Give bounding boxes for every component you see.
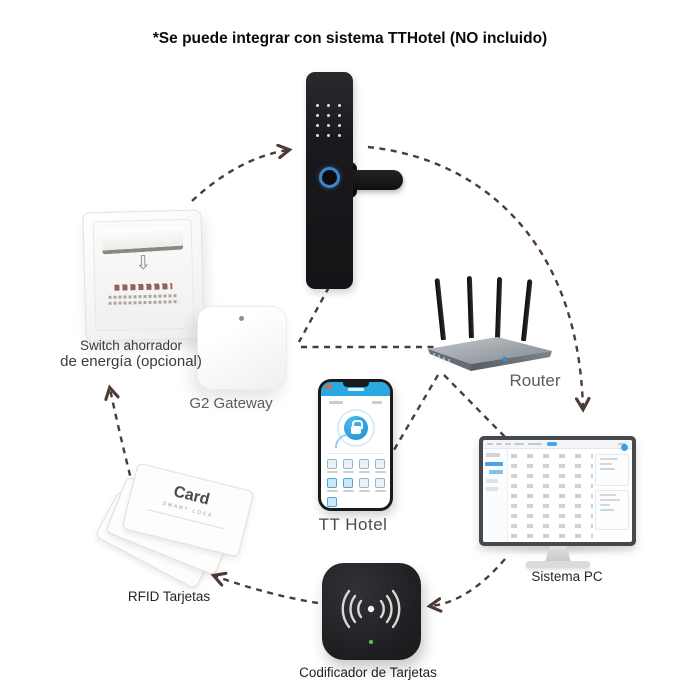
switch-text-line — [114, 283, 173, 291]
monitor-base — [526, 561, 590, 568]
app-icon[interactable] — [358, 459, 369, 469]
pc-screen — [483, 440, 632, 542]
led-icon — [502, 356, 508, 362]
phone-label: TT Hotel — [318, 515, 388, 534]
lock-icon — [343, 416, 368, 440]
energy-saver-switch: ⇩ — [82, 209, 205, 342]
user-avatar-icon[interactable] — [621, 444, 628, 451]
switch-label-line2: de energía (opcional) — [60, 353, 202, 370]
pc-monitor — [479, 436, 636, 546]
router — [425, 275, 555, 376]
switch-faceplate: ⇩ — [92, 218, 195, 332]
app-icon[interactable] — [342, 478, 353, 488]
sidebar-selected-item[interactable] — [485, 462, 503, 466]
card-slot — [101, 225, 184, 255]
pc-label: Sistema PC — [531, 569, 603, 584]
led-icon — [239, 316, 244, 321]
antenna-icon — [434, 278, 446, 341]
records-table — [511, 453, 593, 538]
antenna-icon — [521, 279, 533, 342]
router-label: Router — [509, 371, 561, 390]
switch-label-line1: Switch ahorrador — [79, 338, 183, 353]
side-panel — [595, 444, 629, 538]
wifi-arcs-icon — [341, 589, 401, 645]
software-sidebar — [483, 449, 508, 542]
tt-hotel-phone — [318, 379, 393, 511]
app-icon-grid — [326, 459, 386, 508]
arrow-router-to-phone — [389, 374, 440, 456]
arrow-router-to-pc — [443, 374, 509, 441]
software-toolbar — [483, 440, 632, 449]
cards-label: RFID Tarjetas — [127, 589, 211, 604]
antenna-icon — [466, 275, 474, 339]
text-bar — [329, 401, 343, 404]
monitor-stand — [545, 546, 571, 562]
card-encoder — [322, 563, 421, 660]
page-title: *Se puede integrar con sistema TTHotel (… — [152, 30, 548, 47]
status-icon — [325, 385, 332, 389]
app-title-bar — [347, 388, 364, 391]
fingerprint-icon — [319, 167, 340, 188]
gateway-label: G2 Gateway — [189, 395, 273, 412]
text-bar — [372, 401, 382, 404]
rfid-cards: Card SMART LOCK — [94, 462, 270, 593]
switch-text-line — [108, 294, 179, 299]
divider — [327, 453, 384, 454]
g2-gateway — [197, 306, 287, 390]
switch-text-line — [108, 300, 179, 305]
app-icon[interactable] — [326, 478, 337, 488]
toolbar-tab[interactable] — [547, 442, 557, 446]
arrow-switch-to-lock — [191, 150, 288, 202]
lock-dial[interactable] — [336, 409, 375, 447]
phone-screen — [321, 382, 390, 508]
app-icon[interactable] — [358, 478, 369, 488]
antenna-icon — [495, 276, 503, 340]
phone-notch — [342, 382, 369, 387]
keypad-icon — [316, 104, 343, 137]
sidebar-item[interactable] — [489, 470, 503, 474]
app-icon[interactable] — [326, 497, 337, 507]
app-icon[interactable] — [374, 459, 385, 469]
app-icon[interactable] — [374, 478, 385, 488]
down-arrow-icon: ⇩ — [134, 252, 152, 275]
arrow-lock-to-gateway — [297, 286, 331, 343]
encoder-label: Codificador de Tarjetas — [299, 665, 437, 680]
smart-lock — [306, 72, 353, 289]
router-body — [428, 337, 552, 371]
app-icon[interactable] — [342, 459, 353, 469]
led-icon — [368, 639, 374, 645]
app-icon[interactable] — [326, 459, 337, 469]
center-dot — [367, 605, 375, 613]
arrow-pc-to-encoder — [431, 558, 506, 606]
